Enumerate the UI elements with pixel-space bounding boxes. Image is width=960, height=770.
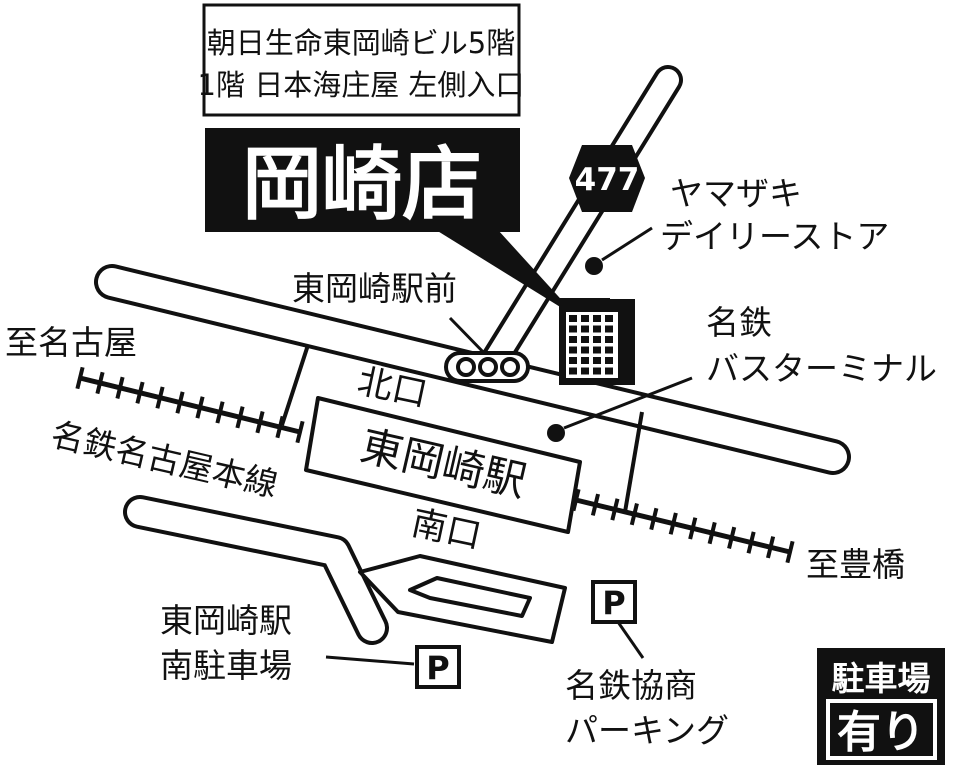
railway-tie	[75, 366, 85, 390]
building-window	[605, 367, 613, 375]
address-box: 朝日生命東岡崎ビル5階 1階 日本海庄屋 左側入口	[198, 3, 525, 117]
bus-terminal-label-1: 名鉄	[706, 303, 772, 342]
building-window	[605, 336, 613, 343]
building-icon	[559, 298, 635, 385]
railway-tie	[629, 503, 639, 526]
parking-symbol: P	[602, 584, 625, 622]
building-window	[593, 325, 601, 333]
railway-tie	[746, 531, 756, 554]
south-parking-label-2: 南駐車場	[160, 646, 292, 685]
building-window	[605, 346, 613, 354]
parking-icon: P	[591, 580, 637, 624]
railway-tie	[668, 512, 678, 535]
building-window	[593, 336, 601, 343]
route-477-road	[475, 65, 683, 383]
railway-tie	[215, 401, 225, 424]
yamazaki-label-1: ヤマザキ	[670, 174, 802, 213]
parking-available-badge: 駐車場 有り	[817, 648, 945, 765]
railway-tie	[275, 415, 285, 439]
yamazaki-store: ヤマザキ デイリーストア	[585, 174, 889, 275]
railway-tie	[707, 521, 717, 545]
building-window	[581, 346, 589, 354]
railway-tie	[785, 540, 795, 564]
badge-line-2: 有り	[837, 707, 925, 758]
railway-tie	[295, 420, 305, 444]
parking-symbol: P	[426, 649, 449, 687]
building-window	[581, 367, 589, 375]
yamazaki-label-2: デイリーストア	[660, 217, 889, 256]
bus-terminal: 名鉄 バスターミナル	[547, 303, 937, 442]
meitetsu-parking-label-1: 名鉄協商	[565, 666, 697, 705]
building-window	[569, 367, 577, 375]
building-window	[593, 315, 601, 322]
south-parking-loop	[358, 554, 567, 644]
building-window	[605, 325, 613, 333]
railway-tie	[195, 396, 205, 419]
railway-tie	[255, 411, 265, 434]
railway-tie	[95, 371, 105, 395]
bus-stop-group: 東岡崎駅前	[292, 269, 530, 383]
building-window	[605, 315, 613, 322]
meitetsu-parking-label-2: パーキング	[565, 711, 729, 750]
railway-tie	[235, 406, 245, 429]
railway-tie	[727, 526, 737, 549]
railway-tie	[155, 386, 165, 409]
railway-tie	[115, 376, 125, 399]
building-window	[569, 336, 577, 343]
railway-track	[75, 366, 795, 564]
building-window	[569, 325, 577, 333]
route-shield-icon: 477	[569, 145, 645, 212]
direction-nagoya: 至名古屋	[5, 323, 137, 362]
building-window	[593, 357, 601, 364]
building-window	[581, 325, 589, 333]
building-window	[581, 336, 589, 343]
building-window	[569, 346, 577, 354]
building-window	[593, 367, 601, 375]
building-window	[593, 346, 601, 354]
address-line-2: 1階 日本海庄屋 左側入口	[198, 68, 525, 102]
railway-tie	[766, 536, 776, 559]
south-parking: 東岡崎駅 南駐車場 P	[160, 601, 461, 689]
railway-tie	[688, 517, 698, 540]
badge-line-1: 駐車場	[832, 659, 931, 698]
direction-toyohashi: 至豊橋	[806, 545, 905, 584]
bus-stop-label: 東岡崎駅前	[292, 269, 457, 308]
railway-tie	[175, 391, 185, 414]
building-window	[569, 315, 577, 322]
railway-tie	[135, 381, 145, 404]
building-window	[569, 357, 577, 364]
railway-tie	[610, 498, 620, 521]
building-window	[581, 315, 589, 322]
store-name: 岡崎店	[242, 138, 482, 231]
address-line-1: 朝日生命東岡崎ビル5階	[207, 26, 515, 60]
parking-icon: P	[415, 645, 461, 689]
south-road	[123, 495, 389, 645]
building-window	[581, 357, 589, 364]
road-connectors	[280, 344, 644, 513]
building-window	[605, 357, 613, 364]
meitetsu-parking: P 名鉄協商 パーキング	[565, 580, 729, 750]
store-callout: 岡崎店	[205, 128, 578, 318]
railway-label: 名鉄名古屋本線	[48, 414, 282, 504]
bus-stop-icon	[444, 351, 530, 383]
south-parking-label-1: 東岡崎駅	[160, 601, 292, 640]
bus-terminal-label-2: バスターミナル	[706, 349, 937, 388]
railway-tie	[590, 493, 600, 516]
route-number: 477	[575, 162, 640, 198]
railway-tie	[649, 507, 659, 531]
